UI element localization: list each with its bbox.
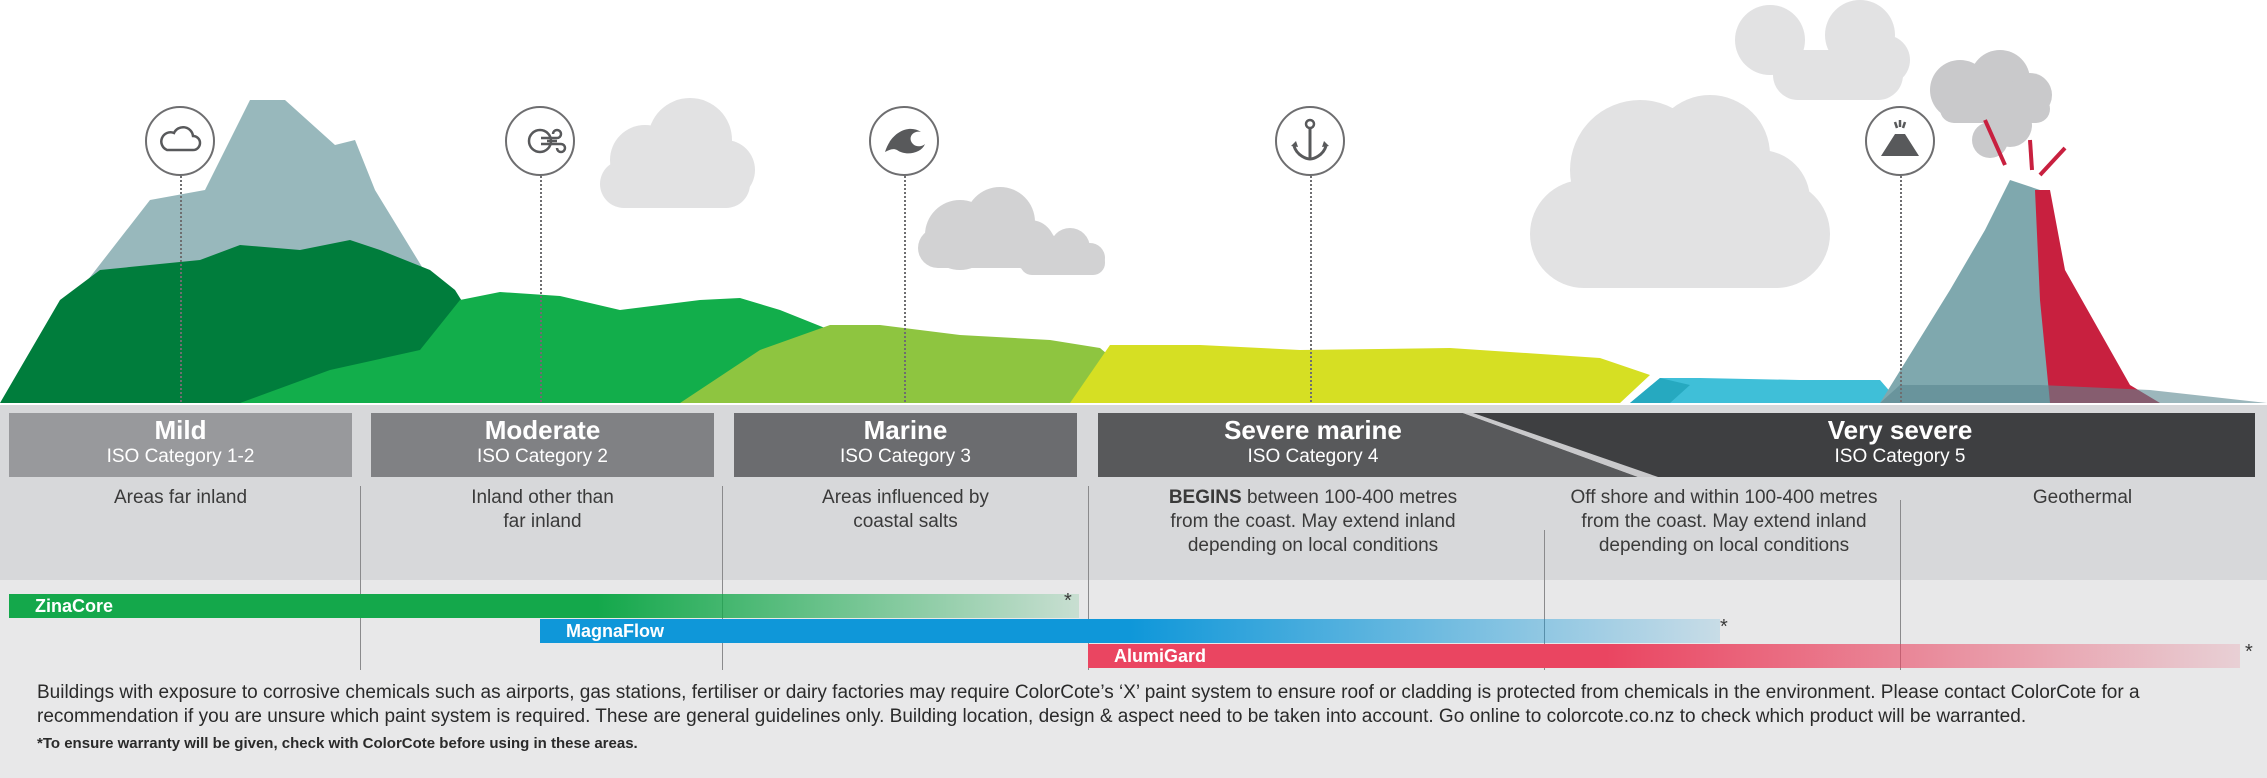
connector-line xyxy=(1900,176,1902,402)
category-iso: ISO Category 4 xyxy=(1247,446,1379,467)
asterisk-zinacore: * xyxy=(1064,590,1072,612)
wind-icon xyxy=(505,106,575,176)
footnote-text: Buildings with exposure to corrosive che… xyxy=(37,682,2140,727)
category-title: Marine xyxy=(863,415,948,445)
column-divider xyxy=(1544,530,1545,670)
wave-icon xyxy=(869,106,939,176)
cloud-decoration xyxy=(600,0,1910,208)
description-moderate: Inland other than far inland xyxy=(471,487,614,532)
description-severe-marine: BEGINS between 100-400 metres from the c… xyxy=(1168,487,1458,556)
column-divider xyxy=(1088,486,1089,670)
category-moderate: Moderate ISO Category 2 xyxy=(371,413,714,477)
category-title: Very severe xyxy=(1827,415,1973,445)
description-offshore: Off shore and within 100-400 metres from… xyxy=(1570,487,1878,556)
category-divider-shape xyxy=(1098,413,2255,477)
begins-label: BEGINS xyxy=(1168,487,1242,508)
category-iso: ISO Category 5 xyxy=(1834,446,1966,467)
connector-line xyxy=(540,176,542,402)
category-iso: ISO Category 3 xyxy=(840,446,971,467)
landscape-illustration xyxy=(0,0,2267,403)
category-severe-marine: Severe marine ISO Category 4 xyxy=(1098,413,1528,477)
asterisk-magnaflow: * xyxy=(1720,616,1728,638)
category-mild: Mild ISO Category 1-2 xyxy=(9,413,352,477)
column-divider xyxy=(1900,500,1901,670)
warranty-note: *To ensure warranty will be given, check… xyxy=(37,735,638,752)
product-bar-alumigard: AlumiGard xyxy=(1088,644,2240,668)
product-bar-magnaflow: MagnaFlow xyxy=(540,619,1720,643)
category-title: Moderate xyxy=(484,415,601,445)
asterisk-alumigard: * xyxy=(2245,641,2253,663)
cloud-decoration xyxy=(1530,95,1830,288)
anchor-icon xyxy=(1275,106,1345,176)
column-divider xyxy=(360,486,361,670)
cloud-icon xyxy=(145,106,215,176)
category-iso: ISO Category 1-2 xyxy=(106,446,255,467)
column-divider xyxy=(722,486,723,670)
description-geothermal: Geothermal xyxy=(2032,487,2133,508)
category-marine: Marine ISO Category 3 xyxy=(734,413,1077,477)
category-iso: ISO Category 2 xyxy=(477,446,608,467)
product-bar-zinacore: ZinaCore xyxy=(9,594,1079,618)
connector-line xyxy=(904,176,906,402)
category-very-severe: Very severe ISO Category 5 xyxy=(1560,413,2240,477)
description-marine: Areas influenced by coastal salts xyxy=(822,487,989,532)
category-title: Mild xyxy=(154,415,207,445)
cloud-decoration xyxy=(918,187,1105,275)
connector-line xyxy=(1310,176,1312,402)
description-mild: Areas far inland xyxy=(113,487,248,508)
category-title: Severe marine xyxy=(1224,415,1402,445)
volcano-icon xyxy=(1865,106,1935,176)
connector-line xyxy=(180,176,182,402)
